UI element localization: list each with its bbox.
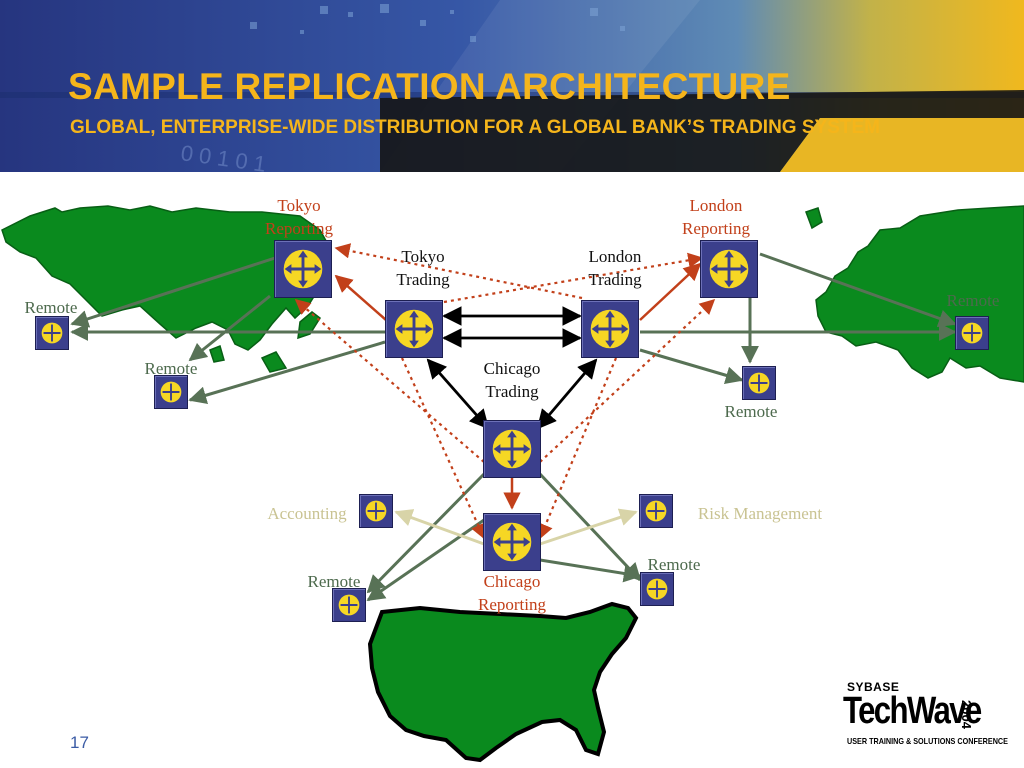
slide-title: SAMPLE REPLICATION ARCHITECTURE [68,66,791,107]
chicago-trading-label: Chicago Trading [483,359,541,401]
remote-asia-low-label: Remote [144,359,198,378]
remote-europe-low-label: Remote [724,402,778,421]
tokyo-trading-label: Tokyo Trading [396,247,450,289]
risk-management-label: Risk Management [697,504,823,523]
chicago-reporting-label: Chicago Reporting [478,572,546,614]
accounting-label: Accounting [267,504,347,523]
slide-subtitle: GLOBAL, ENTERPRISE-WIDE DISTRIBUTION FOR… [70,117,880,138]
logo-tagline: USER TRAINING & SOLUTIONS CONFERENCE [847,736,1008,746]
logo-brand: SYBASE [847,680,900,694]
usa-map [367,601,639,763]
remote-asia-left-label: Remote [24,298,78,317]
risk-management-server-icon [639,494,673,528]
tokyo-reporting-server-icon [274,240,332,298]
remote-asia-low-icon [154,375,188,409]
remote-asia-left-icon [35,316,69,350]
london-reporting-label: London Reporting [682,196,750,238]
logo-year: 2004 [959,700,974,729]
tokyo-reporting-label: Tokyo Reporting [265,196,333,238]
chicago-trading-server-icon [483,420,541,478]
remote-europe-right-label: Remote [946,291,1000,310]
accounting-server-icon [359,494,393,528]
header-background: 0 0 1 0 1 [0,0,1024,172]
japan-island [297,311,322,340]
philippines-island [260,351,288,373]
remote-us-right-label: Remote [647,555,701,574]
page-number: 17 [70,733,89,752]
remote-europe-low-icon [742,366,776,400]
techwave-logo: SYBASE TechWave 2004 USER TRAINING & SOL… [843,680,1008,750]
london-trading-label: London Trading [588,247,642,289]
remote-us-left-icon [332,588,366,622]
sri-lanka-island [209,344,225,363]
london-trading-server-icon [581,300,639,358]
uk-island [805,207,823,230]
remote-europe-right-icon [955,316,989,350]
chicago-reporting-server-icon [483,513,541,571]
tokyo-trading-server-icon [385,300,443,358]
london-reporting-server-icon [700,240,758,298]
slide-header: 0 0 1 0 1 SAMPLE REPLICATION ARCHITECTUR… [0,0,1024,172]
remote-us-right-icon [640,572,674,606]
remote-us-left-label: Remote [307,572,361,591]
logo-name: TechWave [843,690,982,732]
